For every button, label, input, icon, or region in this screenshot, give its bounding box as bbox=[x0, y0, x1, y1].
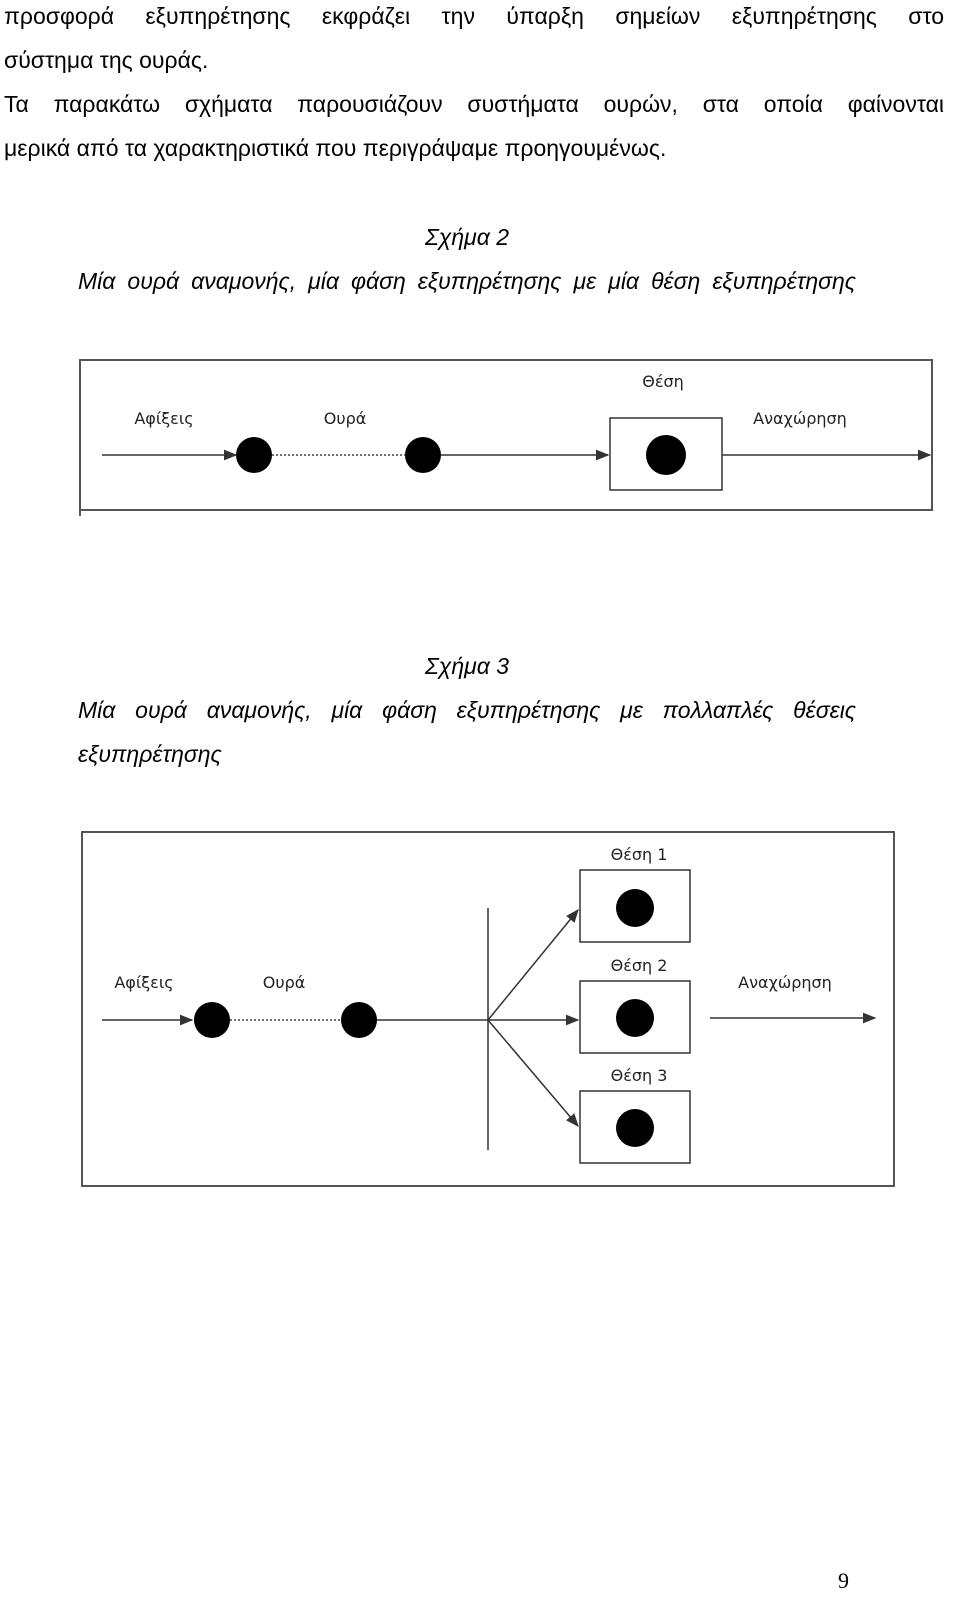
station-label: Θέση bbox=[642, 372, 684, 391]
server-dot bbox=[616, 999, 654, 1037]
customer-dot bbox=[236, 437, 272, 473]
page-number: 9 bbox=[838, 1568, 849, 1593]
route-arrow-3 bbox=[487, 1019, 579, 1128]
figure3-title: Σχήμα 3 bbox=[424, 653, 509, 679]
intro-line: σύστημα της ουράς. bbox=[4, 47, 209, 73]
queue-label: Ουρά bbox=[263, 973, 306, 992]
queue-label: Ουρά bbox=[324, 409, 367, 428]
arrivals-label: Αφίξεις bbox=[114, 973, 173, 992]
customer-dot bbox=[194, 1002, 230, 1038]
figure2-svg: Αφίξεις Ουρά Θέση Αναχώρηση bbox=[79, 359, 933, 516]
intro-line: προσφορά εξυπηρέτησης εκφράζει την ύπαρξ… bbox=[4, 3, 944, 29]
customer-dot bbox=[405, 437, 441, 473]
figure3-svg: Αφίξεις Ουρά Θέση 1 Θέση 2 Θέση 3 Αναχώρ… bbox=[81, 831, 895, 1187]
figure2-diagram: Αφίξεις Ουρά Θέση Αναχώρηση bbox=[78, 358, 938, 518]
figure2-caption-text: Μία ουρά αναμονής, μία φάση εξυπηρέτησης… bbox=[78, 268, 856, 294]
intro-paragraph: προσφορά εξυπηρέτησης εκφράζει την ύπαρξ… bbox=[4, 0, 944, 170]
figure2-frame bbox=[79, 359, 933, 511]
arrivals-label: Αφίξεις bbox=[134, 409, 193, 428]
figure3-caption-text: εξυπηρέτησης bbox=[78, 741, 222, 767]
station-1-label: Θέση 1 bbox=[611, 845, 668, 864]
station-2-label: Θέση 2 bbox=[611, 956, 668, 975]
figure2-title: Σχήμα 2 bbox=[424, 224, 509, 250]
intro-line: Τα παρακάτω σχήματα παρουσιάζουν συστήμα… bbox=[4, 91, 944, 117]
figure3-diagram: Αφίξεις Ουρά Θέση 1 Θέση 2 Θέση 3 Αναχώρ… bbox=[80, 830, 900, 1192]
station-3-label: Θέση 3 bbox=[611, 1066, 668, 1085]
intro-line: μερικά από τα χαρακτηριστικά που περιγρά… bbox=[4, 135, 667, 161]
figure3-caption-text: Μία ουρά αναμονής, μία φάση εξυπηρέτησης… bbox=[78, 697, 856, 723]
figure2-caption: Σχήμα 2 Μία ουρά αναμονής, μία φάση εξυπ… bbox=[78, 215, 856, 303]
route-arrow-1 bbox=[487, 908, 579, 1021]
figure3-caption: Σχήμα 3 Μία ουρά αναμονής, μία φάση εξυπ… bbox=[78, 644, 856, 776]
server-dot bbox=[616, 1109, 654, 1147]
departure-label: Αναχώρηση bbox=[753, 409, 847, 428]
customer-dot bbox=[341, 1002, 377, 1038]
departure-label: Αναχώρηση bbox=[738, 973, 832, 992]
server-dot bbox=[646, 435, 686, 475]
server-dot bbox=[616, 889, 654, 927]
